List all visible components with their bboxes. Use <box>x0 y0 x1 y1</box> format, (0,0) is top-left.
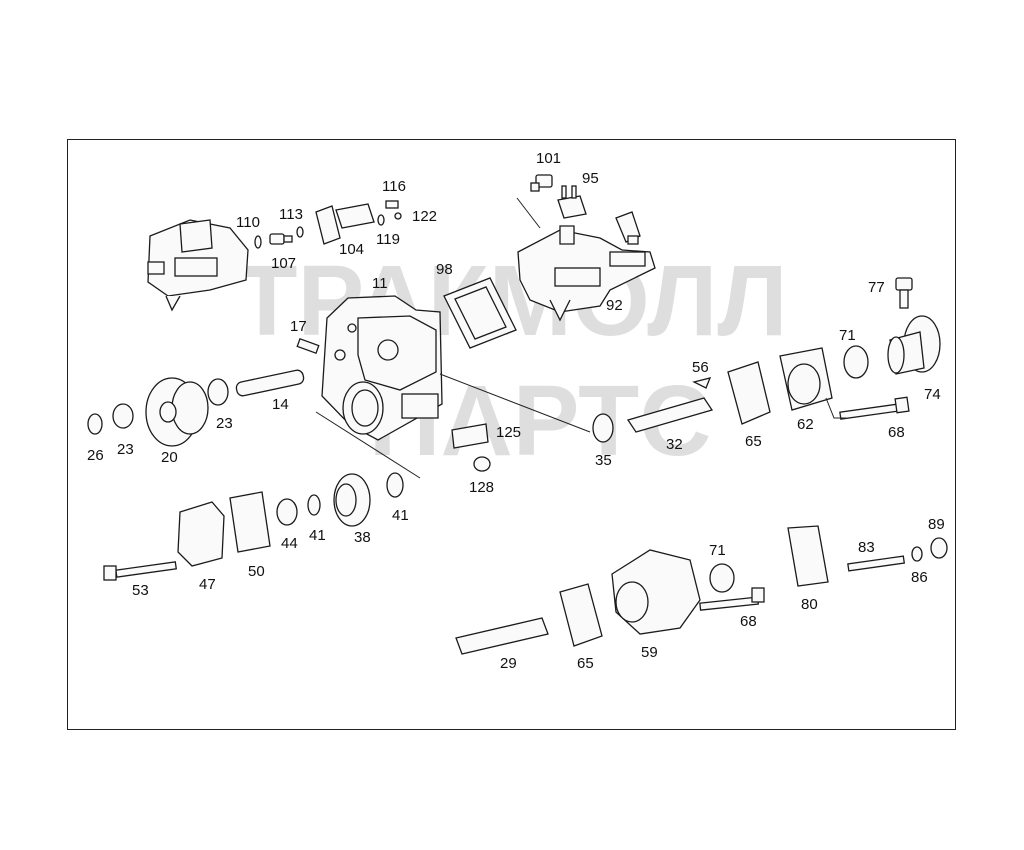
part-14-shaft <box>235 369 305 397</box>
part-62-flange <box>779 347 833 411</box>
callout-32: 32 <box>666 436 683 453</box>
watermark-line-1: ТРАКМОЛЛ <box>236 245 787 357</box>
callout-50: 50 <box>248 563 265 580</box>
callout-23-b: 23 <box>117 441 134 458</box>
part-77-bolt <box>895 277 913 309</box>
callout-68-a: 68 <box>888 424 905 441</box>
part-38-gear <box>333 473 371 527</box>
callout-98: 98 <box>436 261 453 278</box>
callout-56: 56 <box>692 359 709 376</box>
callout-44: 44 <box>281 535 298 552</box>
part-56-key <box>692 377 712 389</box>
part-86-washer <box>911 546 923 562</box>
part-41-ring-b <box>307 494 321 516</box>
callout-125: 125 <box>496 424 521 441</box>
callout-80: 80 <box>801 596 818 613</box>
callout-110: 110 <box>236 214 260 231</box>
callout-71-b: 71 <box>709 542 726 559</box>
part-71-bearing-b <box>709 563 735 593</box>
callout-59: 59 <box>641 644 658 661</box>
part-80-gasket <box>787 525 829 587</box>
callout-41-a: 41 <box>392 507 409 524</box>
part-53-bolt <box>103 561 177 581</box>
part-83-stud <box>847 555 906 572</box>
callout-107: 107 <box>271 255 296 272</box>
part-29-shaft <box>455 617 549 655</box>
callout-29: 29 <box>500 655 517 672</box>
callout-41-b: 41 <box>309 527 326 544</box>
part-89-nut <box>930 537 948 559</box>
part-110-ring <box>254 235 262 249</box>
part-71-bearing-a <box>843 345 869 379</box>
callout-38: 38 <box>354 529 371 546</box>
part-95-switch <box>557 185 587 219</box>
callout-65-a: 65 <box>745 433 762 450</box>
callout-47: 47 <box>199 576 216 593</box>
part-59-pump-housing <box>611 549 701 635</box>
part-68-bolt-a <box>839 396 910 420</box>
callout-95: 95 <box>582 170 599 187</box>
leader-line <box>315 411 421 479</box>
callout-113: 113 <box>279 206 303 223</box>
part-128-plug <box>473 456 491 472</box>
callout-65-b: 65 <box>577 655 594 672</box>
part-125-plate <box>451 423 489 449</box>
part-17-pin <box>296 337 320 355</box>
callout-116: 116 <box>382 178 406 195</box>
callout-92: 92 <box>606 297 623 314</box>
callout-104: 104 <box>339 241 364 258</box>
part-32-shaft <box>626 397 714 433</box>
part-23-nut-a <box>207 378 229 406</box>
callout-17: 17 <box>290 318 307 335</box>
callout-14: 14 <box>272 396 289 413</box>
part-44-nut <box>276 498 298 526</box>
callout-23-a: 23 <box>216 415 233 432</box>
part-20-gear <box>145 377 209 447</box>
callout-83: 83 <box>858 539 875 556</box>
part-107-plug <box>269 233 293 245</box>
callout-77: 77 <box>868 279 885 296</box>
leader-line <box>516 197 541 229</box>
part-68-bolt-b <box>699 587 765 611</box>
left-shift-housing <box>147 219 249 312</box>
part-11-housing <box>321 295 443 441</box>
callout-119: 119 <box>376 231 400 248</box>
part-74-flange <box>887 315 941 375</box>
part-104-piston <box>315 203 375 245</box>
part-23-nut-b <box>112 403 134 429</box>
part-116-screw <box>385 200 399 209</box>
part-113-ring <box>296 226 304 238</box>
part-35-bearing <box>592 413 614 443</box>
callout-128: 128 <box>469 479 494 496</box>
diagram-frame <box>67 139 956 730</box>
part-26-washer <box>87 413 103 435</box>
part-122-ball <box>394 212 402 220</box>
part-92-shift-housing <box>517 225 656 322</box>
leader-line <box>825 397 846 419</box>
part-101-bolt <box>530 174 553 192</box>
part-65-gasket-a <box>727 361 771 425</box>
callout-53: 53 <box>132 582 149 599</box>
leader-line <box>439 373 591 433</box>
callout-86: 86 <box>911 569 928 586</box>
part-50-gasket <box>229 491 271 553</box>
part-98-gasket <box>443 277 517 349</box>
callout-26: 26 <box>87 447 104 464</box>
callout-74: 74 <box>924 386 941 403</box>
callout-11: 11 <box>372 275 388 292</box>
sensor-part <box>615 211 641 245</box>
part-47-cover <box>177 501 225 567</box>
callout-35: 35 <box>595 452 612 469</box>
callout-68-b: 68 <box>740 613 757 630</box>
part-65-gasket-b <box>559 583 603 647</box>
part-119-ring <box>377 214 385 226</box>
callout-20: 20 <box>161 449 178 466</box>
callout-101: 101 <box>536 150 561 167</box>
callout-122: 122 <box>412 208 437 225</box>
callout-71-a: 71 <box>839 327 856 344</box>
callout-62: 62 <box>797 416 814 433</box>
part-41-ring-a <box>386 472 404 498</box>
callout-89: 89 <box>928 516 945 533</box>
